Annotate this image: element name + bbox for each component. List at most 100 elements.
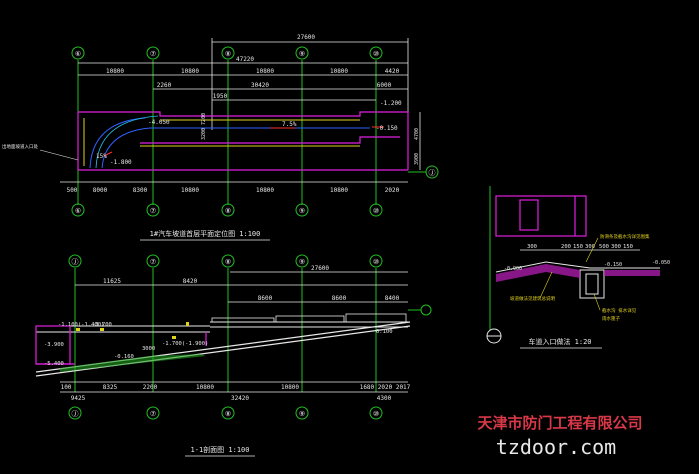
detail-slab-hatch bbox=[496, 264, 580, 282]
section-axis-label-bottom: ⑩ bbox=[373, 410, 379, 418]
section-dim-bottom1: 100 bbox=[61, 384, 72, 391]
plan-dim-bottom: 8000 bbox=[93, 187, 108, 194]
plan-axis-label-top: ⑦ bbox=[150, 50, 156, 58]
section-dim-top: 8400 bbox=[385, 295, 400, 302]
section-dim-bottom1: 10800 bbox=[281, 384, 299, 391]
section-axis-bubble-top bbox=[146, 254, 160, 268]
plan-axis-label-bottom: ⑧ bbox=[225, 207, 231, 215]
plan-axis-bubble-7-top bbox=[146, 46, 160, 60]
section-view: Ⓙ ⑦ ⑧ ⑨ ⑩ 27600 11625 8420 8600 8600 840… bbox=[35, 254, 432, 457]
plan-dim-bottom: 8300 bbox=[133, 187, 148, 194]
section-axis-bubble-top bbox=[369, 254, 383, 268]
detail-note: 防滑条及截水沟详见图集 bbox=[600, 233, 650, 240]
section-axis-bubble-bottom bbox=[295, 406, 309, 420]
plan-dim-3900: 3900 bbox=[414, 153, 420, 165]
section-dim-3000: 3000 bbox=[142, 346, 155, 352]
section-dim-bottom2: 32420 bbox=[231, 395, 249, 402]
section-axis-label-bottom: ⑧ bbox=[225, 410, 231, 418]
detail-note: 坡道做法见建筑总说明 bbox=[510, 295, 555, 302]
plan-slope-b: 7.5% bbox=[282, 121, 297, 128]
detail-dim: 300 bbox=[527, 244, 537, 250]
plan-axis-label-right: Ⓙ bbox=[429, 169, 436, 177]
detail-title: 车道入口做法 1:20 bbox=[528, 337, 591, 346]
section-axis-bubble-top bbox=[221, 254, 235, 268]
detail-level-a: -0.900 bbox=[504, 266, 522, 272]
section-dim-bottom1: 8325 bbox=[103, 384, 118, 391]
watermark-site: tzdoor.com bbox=[496, 435, 616, 459]
plan-dim-lines bbox=[78, 38, 409, 130]
section-title: 1-1剖面图 1:100 bbox=[191, 445, 250, 454]
section-axis-bubble-bottom bbox=[369, 406, 383, 420]
plan-axis-label-top: ⑥ bbox=[75, 50, 81, 58]
section-dim-top: 8600 bbox=[258, 295, 273, 302]
section-axis-label-top: ⑧ bbox=[225, 258, 231, 266]
section-axis-label-top: Ⓙ bbox=[72, 258, 79, 266]
detail-level-c: -0.050 bbox=[652, 260, 670, 266]
plan-dim-6000: 6000 bbox=[377, 82, 392, 89]
plan-axis-bubble-6-top bbox=[71, 46, 85, 60]
plan-dim-top: 10800 bbox=[106, 68, 124, 75]
section-level-f: -1.700(-1.900) bbox=[162, 341, 208, 347]
watermark-company: 天津市防门工程有限公司 bbox=[477, 414, 642, 432]
section-dim-bottom2: 9425 bbox=[71, 395, 86, 402]
detail-view: 300 200 150 300 500 300 150 -0.900 -0.15… bbox=[486, 186, 670, 349]
plan-axis-label-top: ⑩ bbox=[373, 50, 379, 58]
section-level-e: -0.160 bbox=[114, 354, 134, 360]
section-level-g: 0.100 bbox=[376, 329, 393, 335]
plan-axis-bubble-bottom bbox=[295, 203, 309, 217]
section-axis-bubble-bottom bbox=[68, 406, 82, 420]
plan-dim-47220: 47220 bbox=[236, 56, 254, 63]
plan-axis-bubble-bottom bbox=[369, 203, 383, 217]
plan-axis-bubble-bottom bbox=[221, 203, 235, 217]
section-axis-bubble-top bbox=[295, 254, 309, 268]
plan-dim-top: 4420 bbox=[385, 68, 400, 75]
section-axis-label-top: ⑦ bbox=[150, 258, 156, 266]
section-dim-27600: 27600 bbox=[311, 265, 329, 272]
plan-dim-bottom: 2020 bbox=[385, 187, 400, 194]
section-dim-bottom1: 2200 bbox=[143, 384, 158, 391]
section-railing bbox=[211, 313, 407, 323]
plan-level-d: -0.150 bbox=[376, 125, 398, 132]
plan-dim-2260: 2260 bbox=[157, 82, 172, 89]
plan-dim-4700: 4700 bbox=[414, 128, 420, 140]
detail-level-b: -0.150 bbox=[604, 262, 622, 268]
section-axis-label-top: ⑨ bbox=[299, 258, 305, 266]
section-level-b: -3.700 bbox=[92, 322, 112, 328]
watermark: 天津市防门工程有限公司 tzdoor.com bbox=[477, 414, 642, 459]
section-level-a: -1.100(-1.400) bbox=[58, 322, 104, 328]
plan-dim-top: 10800 bbox=[181, 68, 199, 75]
plan-dim-top: 10800 bbox=[256, 68, 274, 75]
section-axis-bubble-top bbox=[68, 254, 82, 268]
plan-grid-lines bbox=[77, 60, 377, 205]
section-grid-lines bbox=[74, 268, 377, 392]
detail-note: 截水沟 排水详见 bbox=[602, 307, 637, 314]
section-dim-bottom1: 10800 bbox=[196, 384, 214, 391]
plan-axis-label-bottom: ⑨ bbox=[299, 207, 305, 215]
plan-view: ⑥ ⑦ ⑧ ⑨ ⑩ 27600 47220 10800 10800 10800 … bbox=[2, 34, 439, 241]
section-markers bbox=[76, 322, 189, 339]
plan-dim-bottom: 10800 bbox=[256, 187, 274, 194]
detail-dim: 150 bbox=[573, 244, 583, 250]
section-dim-top: 8600 bbox=[332, 295, 347, 302]
detail-note: 雨水篦子 bbox=[602, 315, 620, 322]
section-axis-label-bottom: Ⓙ bbox=[72, 410, 79, 418]
plan-slope-a: 15% bbox=[96, 153, 107, 160]
detail-dim: 500 bbox=[599, 244, 609, 250]
section-axis-label-bottom: ⑨ bbox=[299, 410, 305, 418]
plan-inner-walls bbox=[83, 118, 360, 166]
plan-dim-overall: 27600 bbox=[297, 34, 315, 41]
detail-dim: 300 bbox=[585, 244, 595, 250]
detail-canopy bbox=[495, 195, 587, 237]
plan-dim-bottom: 500 bbox=[67, 187, 78, 194]
plan-axis-label-bottom: ⑥ bbox=[75, 207, 81, 215]
section-walls bbox=[35, 325, 207, 365]
section-bottom-dim-lines bbox=[60, 381, 408, 393]
detail-dim: 300 bbox=[611, 244, 621, 250]
plan-ramp-centerline bbox=[89, 117, 370, 169]
plan-dim-30420: 30420 bbox=[251, 82, 269, 89]
plan-dim-1950: 1950 bbox=[213, 93, 228, 100]
detail-dim: 150 bbox=[623, 244, 633, 250]
section-dim-bottom2: 4300 bbox=[377, 395, 392, 402]
plan-axis-bubble-9-top bbox=[295, 46, 309, 60]
